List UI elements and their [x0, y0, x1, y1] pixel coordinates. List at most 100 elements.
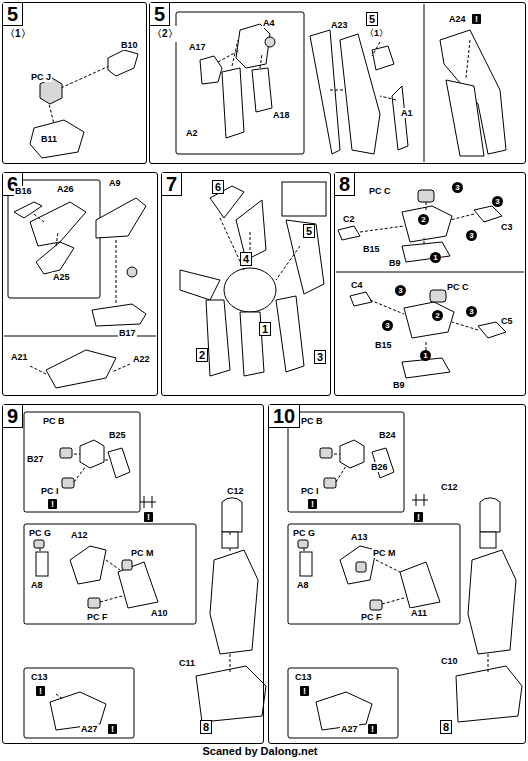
wing-left	[180, 270, 220, 300]
shin	[210, 550, 258, 654]
foot	[456, 666, 522, 722]
sub-step: 〈2〉	[150, 26, 180, 42]
part-name: A22	[132, 354, 151, 364]
part-name: A12	[70, 530, 89, 540]
part-name: A11	[410, 608, 428, 618]
step-number: 10	[269, 405, 300, 428]
part-b16	[14, 202, 42, 218]
callout-number: 1	[420, 350, 431, 361]
part-name: A25	[52, 272, 71, 282]
part-name: B15	[362, 244, 381, 254]
caution-mark: !	[308, 499, 317, 509]
callout-number: 8	[440, 720, 452, 734]
part-name: C13	[294, 672, 313, 682]
part-name: PC F	[360, 612, 383, 622]
caution-mark: !	[414, 512, 423, 522]
part-b25	[108, 448, 130, 478]
watermark: Scaned by Dalong.net	[0, 746, 524, 756]
part-name: PC B	[300, 416, 324, 426]
part-name: PC F	[86, 612, 109, 622]
callout-number: 2	[418, 214, 429, 225]
callout-number: 3	[395, 285, 406, 296]
part-a1	[392, 86, 408, 150]
callout-number: 3	[466, 306, 477, 317]
foot-bottom	[404, 302, 454, 338]
caution-mark: !	[368, 724, 377, 734]
part-name: B11	[40, 134, 58, 144]
foot-top	[402, 206, 452, 242]
callout-number: 2	[432, 310, 443, 321]
part-name: A23	[330, 20, 349, 30]
part-name: PC B	[42, 416, 66, 426]
part-name: PC M	[372, 548, 397, 558]
caution-mark: !	[48, 499, 57, 509]
part-name: C5	[500, 316, 514, 326]
callout-number: 5	[303, 224, 315, 238]
part-name: A26	[56, 184, 75, 194]
part-name: C10	[440, 656, 459, 666]
part-a4	[236, 24, 270, 68]
arm-left	[206, 300, 230, 376]
part-a13	[340, 546, 376, 584]
callout-number: 1	[259, 322, 271, 336]
part-name: A24	[448, 14, 467, 24]
part-b10	[108, 50, 138, 76]
part-a10	[400, 562, 440, 608]
part-name: PC G	[28, 528, 52, 538]
part-name: A27	[340, 724, 359, 734]
part-name: A18	[272, 110, 291, 120]
part-name: A4	[262, 18, 276, 28]
part-b9b	[402, 358, 450, 378]
part-name: A8	[296, 580, 310, 590]
part-name: B24	[378, 430, 397, 440]
part-c4	[350, 292, 372, 306]
backpack	[236, 200, 266, 260]
sub-step: 〈1〉	[3, 26, 33, 42]
part-name: PC M	[130, 548, 155, 558]
step-panel: 5〈1〉	[2, 2, 147, 164]
step-number: 5	[3, 3, 23, 26]
shin	[468, 550, 516, 654]
part-a25	[36, 242, 74, 274]
part-name: B25	[108, 430, 127, 440]
assembled-wing	[446, 80, 484, 156]
part-a18	[252, 68, 272, 112]
part-name: B26	[370, 462, 389, 472]
callout-number: 3	[466, 230, 477, 241]
part-name: PC I	[300, 486, 320, 496]
caution-mark: !	[36, 686, 45, 696]
part-name: 〈1〉	[364, 28, 389, 38]
part-name: C12	[440, 482, 459, 492]
part-name: A9	[108, 178, 122, 188]
step-number: 9	[3, 405, 23, 428]
callout-number: 6	[212, 180, 224, 194]
part-name: C4	[350, 280, 364, 290]
thigh	[222, 498, 242, 532]
thigh	[480, 498, 500, 532]
callout-number: 5	[366, 12, 378, 26]
part-b17	[92, 304, 146, 326]
part-name: A27	[80, 724, 99, 734]
callout-number: 3	[492, 196, 503, 207]
callout-number: 1	[430, 252, 441, 263]
callout-number: 3	[314, 350, 326, 364]
part-a17	[200, 56, 222, 84]
part-name: B9	[392, 380, 406, 390]
callout-number: 4	[240, 252, 252, 266]
part-name: PC C	[368, 186, 392, 196]
part-a21-a22	[46, 350, 116, 388]
arm-right	[276, 296, 304, 372]
knee	[340, 440, 364, 468]
part-name: A13	[350, 532, 369, 542]
caution-mark: !	[472, 14, 481, 24]
torso	[224, 268, 276, 312]
part-a26	[30, 202, 86, 246]
part-c3	[474, 206, 502, 222]
step-number: 7	[162, 173, 182, 196]
part-name: A17	[188, 42, 207, 52]
step-number: 5	[150, 3, 170, 26]
caution-mark: !	[144, 512, 153, 522]
part-name: B17	[118, 328, 137, 338]
step-number: 8	[335, 173, 355, 196]
part-name: C11	[178, 658, 196, 668]
